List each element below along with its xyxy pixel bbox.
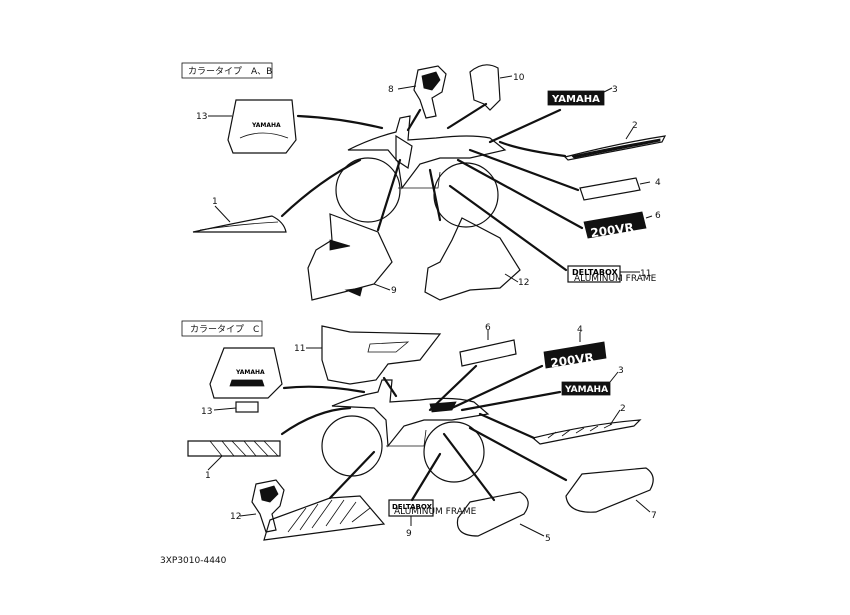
part-11-side-cover: 11 — [294, 325, 442, 385]
callout-3: 3 — [612, 85, 618, 95]
callout-13: 13 — [201, 407, 212, 417]
callout-12: 11 — [640, 269, 651, 279]
svg-text:YAMAHA: YAMAHA — [551, 94, 600, 105]
motorcycle-outline-bottom — [321, 379, 490, 483]
callout-1: 1 — [205, 471, 211, 481]
svg-text:ALUMINUM FRAME: ALUMINUM FRAME — [574, 274, 657, 284]
section-label-box — [181, 62, 273, 79]
section-label: カラータイプ A、B — [188, 66, 272, 77]
section-color-type-ab: カラータイプ A、B YAMAHA 13 1 8 10 — [181, 62, 667, 301]
svg-text:YAMAHA: YAMAHA — [251, 122, 281, 129]
svg-text:DELTABOX: DELTABOX — [392, 503, 433, 511]
callout-7: 7 — [651, 511, 657, 521]
part-13-headlight-cowl: YAMAHA 13 — [201, 347, 283, 417]
svg-text:200VR: 200VR — [550, 350, 595, 370]
callout-2: 2 — [632, 121, 638, 131]
svg-text:YAMAHA: YAMAHA — [235, 369, 265, 376]
callout-1: 1 — [212, 197, 218, 207]
leader-lines-bottom — [280, 364, 568, 502]
section-label: カラータイプ C — [190, 324, 259, 335]
section-color-type-c: カラータイプ C YAMAHA 13 1 11 6 — [181, 320, 657, 544]
diagram-part-code: 3XP3010-4440 — [160, 556, 227, 566]
part-3-yamaha-emblem: YAMAHA 3 — [561, 366, 624, 396]
callout-9: 9 — [391, 286, 397, 296]
part-9-tank-emblem-panel: 12 — [230, 479, 386, 541]
part-2-tail-stripe: 2 — [531, 404, 642, 445]
section-label-box — [181, 320, 263, 337]
part-3-yamaha-emblem: YAMAHA 3 — [547, 85, 618, 106]
part-1-front-fender-stripe: 1 — [187, 440, 281, 481]
callout-4: 6 — [655, 211, 661, 221]
part-11-side-cover-right: 12 — [424, 217, 529, 301]
callout-9: 12 — [230, 512, 241, 522]
svg-text:DELTABOX: DELTABOX — [572, 268, 619, 277]
part-5-knee-pad: 5 — [456, 491, 551, 544]
callout-12: 9 — [406, 529, 412, 539]
callout-13: 13 — [196, 112, 207, 122]
part-13-headlight-cowl: YAMAHA 13 — [196, 99, 297, 154]
part-4-200vr-emblem: 200VR 4 — [543, 325, 607, 370]
part-6-tank-pad: 6 — [459, 323, 517, 367]
part-7-knee-pad: 7 — [565, 467, 657, 521]
callout-2: 2 — [620, 404, 626, 414]
part-6-tank-pad: 4 — [579, 177, 661, 201]
part-1-front-fender-stripe: 1 — [192, 197, 287, 233]
leader-lines-top — [280, 102, 584, 272]
callout-4: 4 — [577, 325, 583, 335]
part-12-deltabox-emblem: DELTABOX ALUMINUM FRAME 11 — [567, 265, 657, 284]
part-4-200vr-emblem: 200VR 6 — [583, 211, 661, 240]
svg-text:ALUMINUM FRAME: ALUMINUM FRAME — [394, 507, 477, 517]
part-2-tail-stripe: 2 — [563, 121, 667, 161]
callout-11: 11 — [294, 344, 305, 354]
part-8-tank-emblem: 8 — [388, 65, 447, 119]
callout-5: 5 — [545, 534, 551, 544]
callout-3: 3 — [618, 366, 624, 376]
svg-text:YAMAHA: YAMAHA — [564, 385, 608, 395]
part-9-side-cover-left: 9 — [307, 213, 397, 301]
callout-6: 6 — [485, 323, 491, 333]
callout-6: 4 — [655, 178, 661, 188]
part-10-side-cover: 10 — [469, 64, 525, 111]
callout-8: 8 — [388, 85, 394, 95]
callout-11: 12 — [518, 278, 529, 288]
callout-10: 10 — [513, 73, 525, 83]
svg-text:200VR: 200VR — [590, 220, 635, 240]
